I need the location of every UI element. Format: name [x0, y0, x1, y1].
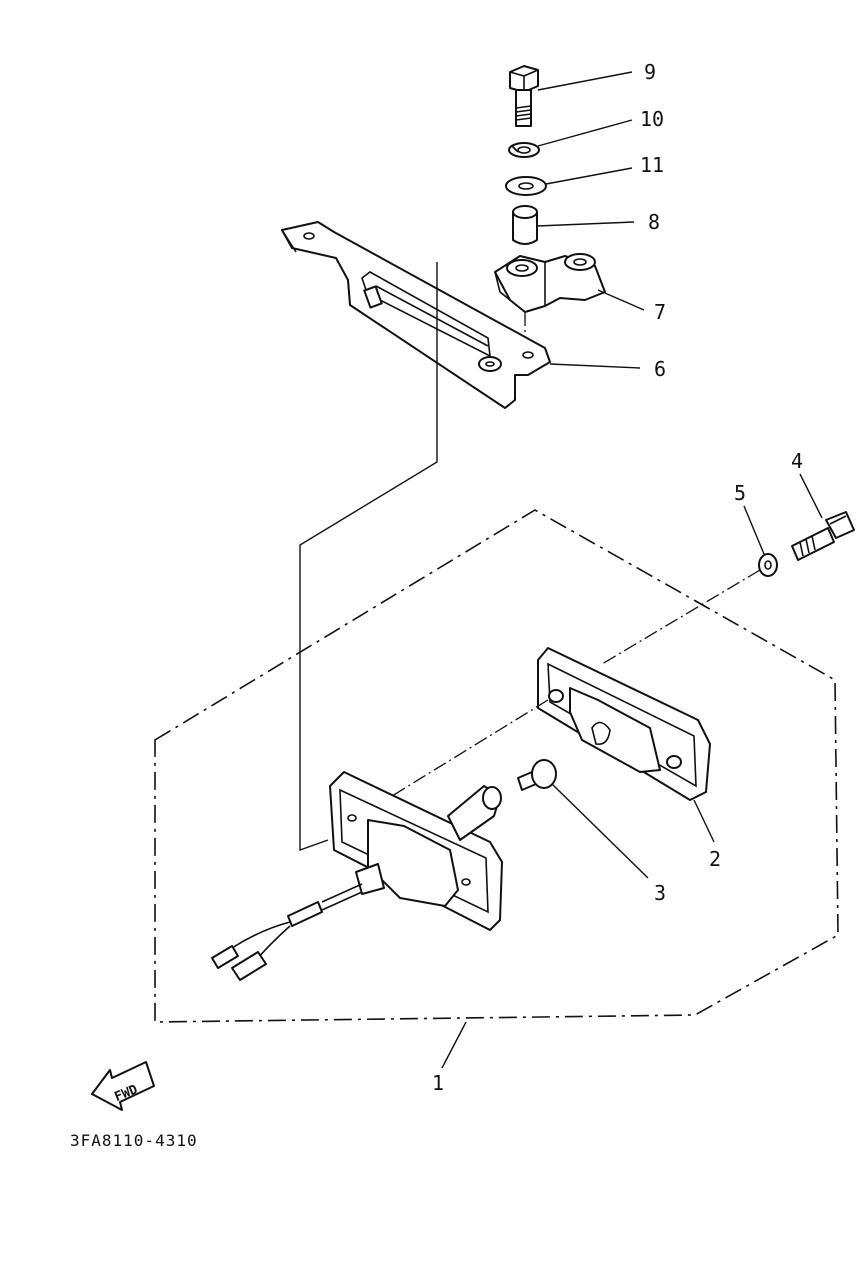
callout-7: 7: [654, 300, 666, 324]
leader-3: [551, 783, 649, 879]
leader-5: [743, 505, 765, 555]
callout-6: 6: [654, 357, 666, 381]
callout-10: 10: [640, 107, 664, 131]
callout-3: 3: [654, 881, 666, 905]
callout-4: 4: [791, 449, 803, 473]
leader-10: [537, 119, 633, 147]
axis-line-screw: [601, 569, 761, 665]
leader-8: [536, 221, 635, 227]
callout-11: 11: [640, 153, 664, 177]
leader-6: [549, 363, 641, 369]
stay-7: [494, 253, 606, 313]
bulb-3: [517, 759, 557, 791]
callout-8: 8: [648, 210, 660, 234]
spring-washer-10: [508, 142, 540, 158]
bolt-4: [791, 511, 855, 561]
callout-2: 2: [709, 847, 721, 871]
assembly-outline-1: [154, 509, 839, 1023]
leader-4: [799, 473, 823, 519]
leader-9: [537, 71, 633, 91]
callout-1: 1: [432, 1071, 444, 1095]
fwd-arrow-icon: FWD: [91, 1061, 155, 1111]
washer-5: [758, 553, 778, 577]
callout-9: 9: [644, 60, 656, 84]
cover-2: [537, 647, 711, 801]
leader-11: [545, 167, 633, 185]
callout-5: 5: [734, 481, 746, 505]
leader-7: [597, 289, 645, 311]
leader-2: [693, 799, 715, 843]
reference-line-bracket: [299, 262, 438, 851]
washer-11: [505, 176, 547, 196]
bracket-6: [281, 221, 551, 409]
leader-1: [441, 1021, 467, 1069]
wire-harness: [211, 883, 363, 981]
axis-line-cover: [391, 699, 549, 797]
drawing-code: 3FA8110-4310: [70, 1131, 198, 1150]
bolt-9: [509, 65, 539, 127]
collar-8: [512, 205, 538, 245]
lamp-housing: [329, 771, 503, 931]
